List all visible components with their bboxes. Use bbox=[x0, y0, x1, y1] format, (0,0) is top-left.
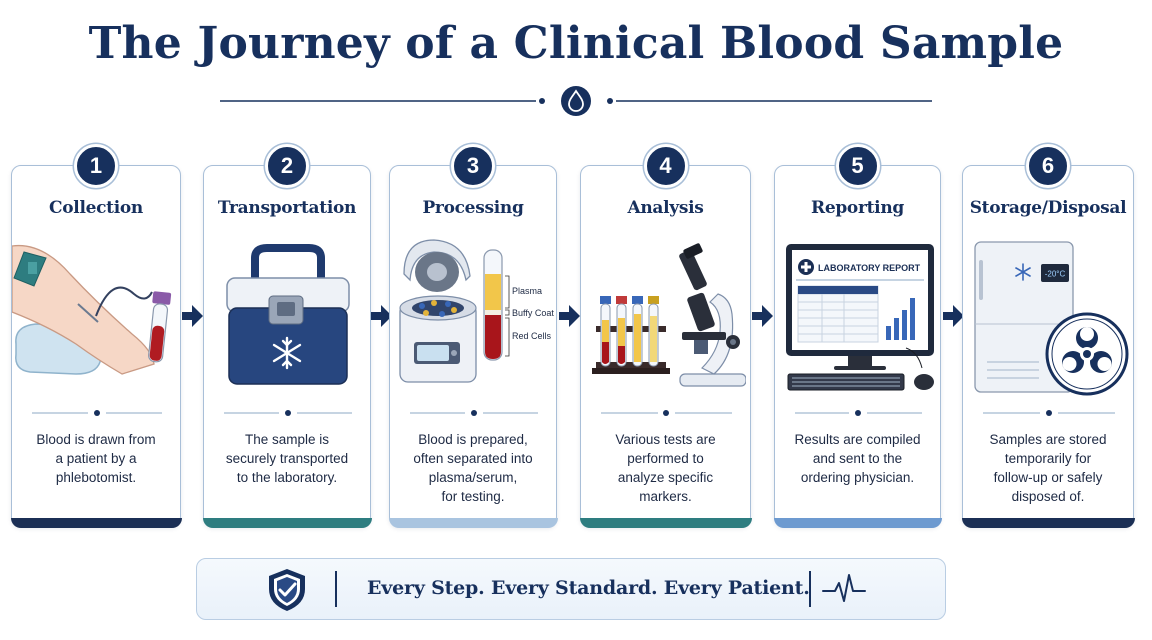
computer-report-illustration: LABORATORY REPORT bbox=[775, 234, 940, 399]
step-number-badge: 4 bbox=[643, 144, 688, 188]
heartbeat-icon bbox=[822, 574, 866, 602]
microscope-icon bbox=[678, 243, 746, 387]
title-divider bbox=[220, 86, 932, 116]
arrow-right-icon bbox=[943, 305, 964, 327]
step-description: Blood is prepared, often separated into … bbox=[413, 432, 533, 504]
arrow-right-icon bbox=[371, 305, 392, 327]
step-title: Collection bbox=[49, 198, 143, 218]
freezer-biohazard-illustration: -20°C bbox=[963, 234, 1133, 399]
step-color-bar bbox=[773, 517, 942, 528]
footer-divider bbox=[809, 571, 811, 607]
arrow-right-icon bbox=[182, 305, 203, 327]
step-number-badge: 2 bbox=[265, 144, 309, 188]
buffy-coat-label: Buffy Coat bbox=[512, 308, 554, 318]
footer-divider bbox=[335, 571, 337, 607]
step-title: Transportation bbox=[217, 198, 357, 218]
step-title: Reporting bbox=[811, 198, 904, 218]
freezer-temperature: -20°C bbox=[1045, 270, 1066, 279]
card-separator bbox=[983, 410, 1115, 416]
step-number-badge: 6 bbox=[1026, 144, 1070, 188]
step-number-badge: 3 bbox=[451, 144, 495, 188]
card-separator bbox=[601, 410, 732, 416]
step-title: Storage/Disposal bbox=[969, 198, 1127, 218]
step-color-bar bbox=[10, 517, 182, 528]
card-separator bbox=[795, 410, 922, 416]
shield-check-icon bbox=[269, 569, 305, 611]
report-heading: LABORATORY REPORT bbox=[818, 263, 921, 273]
arrow-right-icon bbox=[752, 305, 773, 327]
step-description: Results are compiled and sent to the ord… bbox=[794, 432, 921, 485]
blood-drop-icon bbox=[561, 86, 591, 116]
step-card-transportation: 2 Transportation The sample is securely … bbox=[202, 144, 372, 528]
step-description: Various tests are performed to analyze s… bbox=[615, 432, 716, 504]
centrifuge-illustration: Plasma Buffy Coat Red Cells bbox=[390, 234, 556, 399]
step-color-bar bbox=[388, 517, 558, 528]
page-title: The Journey of a Clinical Blood Sample bbox=[88, 18, 1064, 69]
step-color-bar bbox=[961, 517, 1135, 528]
step-card-storage-disposal: 6 Storage/Disposal -20°C bbox=[961, 144, 1135, 528]
arrow-right-icon bbox=[559, 305, 580, 327]
card-separator bbox=[224, 410, 352, 416]
step-title: Processing bbox=[422, 198, 524, 218]
step-number-badge: 1 bbox=[74, 144, 118, 188]
step-card-analysis: 4 Analysis bbox=[579, 144, 752, 528]
biohazard-icon bbox=[1045, 312, 1129, 396]
step-card-processing: 3 Processing Plasma Buff bbox=[388, 144, 558, 528]
step-card-collection: 1 Collection Blood is drawn from a patie… bbox=[10, 144, 182, 528]
step-description: The sample is securely transported to th… bbox=[225, 432, 349, 485]
step-color-bar bbox=[202, 517, 372, 528]
step-description: Blood is drawn from a patient by a phleb… bbox=[36, 432, 156, 485]
step-title: Analysis bbox=[627, 198, 704, 218]
step-number-badge: 5 bbox=[835, 144, 880, 188]
test-tube-rack bbox=[591, 296, 670, 374]
blood-draw-arm-illustration bbox=[12, 234, 180, 399]
red-cells-label: Red Cells bbox=[512, 331, 552, 341]
card-separator bbox=[410, 410, 538, 416]
card-separator bbox=[32, 410, 162, 416]
step-color-bar bbox=[579, 517, 752, 528]
step-card-reporting: 5 Reporting LABORATORY REPORT bbox=[773, 144, 942, 528]
footer-tagline: Every Step. Every Standard. Every Patien… bbox=[367, 577, 810, 599]
plasma-label: Plasma bbox=[512, 286, 542, 296]
microscope-illustration bbox=[581, 234, 750, 399]
snowflake-icon bbox=[272, 336, 302, 370]
step-description: Samples are stored temporarily for follo… bbox=[989, 432, 1107, 504]
snowflake-icon bbox=[1015, 263, 1031, 281]
cooler-box-illustration bbox=[204, 234, 370, 399]
footer-banner: Every Step. Every Standard. Every Patien… bbox=[196, 558, 946, 620]
